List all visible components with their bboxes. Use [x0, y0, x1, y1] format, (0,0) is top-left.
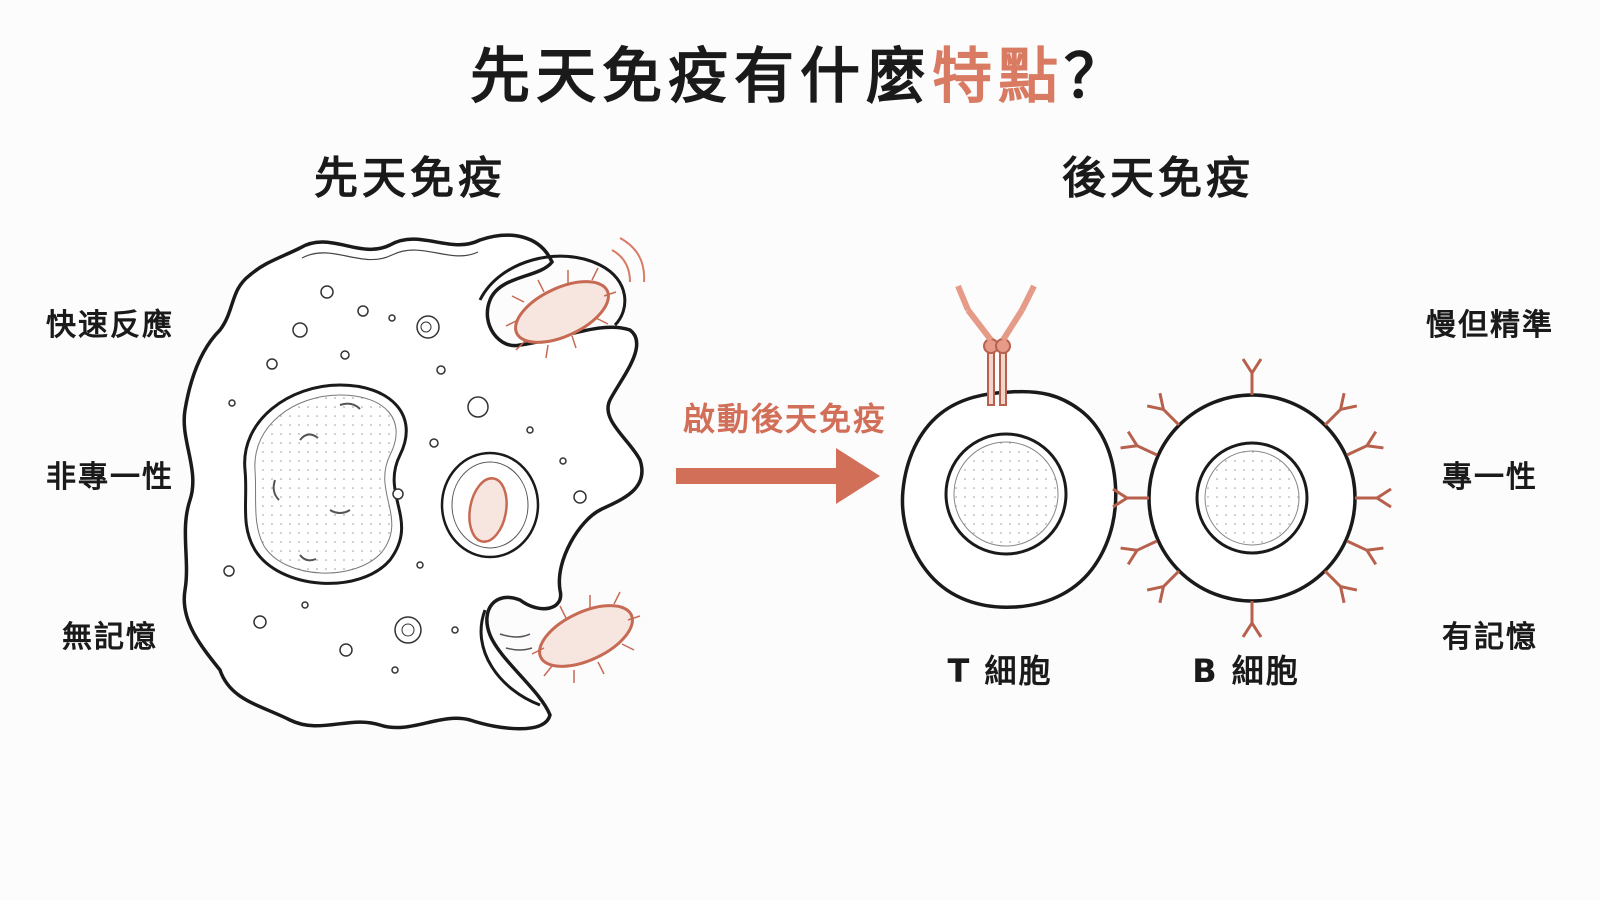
innate-heading: 先天免疫 — [314, 153, 506, 204]
b-cell-label: B 細胞 — [1192, 652, 1300, 690]
arrow-label: 啟動後天免疫 — [682, 400, 887, 438]
title-highlight: 特點 — [932, 42, 1064, 112]
adaptive-trait-specific: 專一性 — [1442, 460, 1538, 495]
title-end: ？ — [1064, 42, 1130, 112]
phagosome — [440, 451, 540, 559]
title-main: 先天免疫有什麼 — [470, 42, 932, 112]
t-cell — [900, 284, 1118, 609]
innate-trait-nonspecific: 非專一性 — [46, 460, 174, 495]
macrophage-cell — [182, 233, 644, 731]
bacterium-bottom — [499, 591, 641, 683]
t-cell-label: T 細胞 — [947, 652, 1053, 690]
adaptive-heading: 後天免疫 — [1062, 153, 1254, 204]
b-cell — [1111, 357, 1393, 639]
macrophage-nucleus — [243, 383, 408, 585]
adaptive-trait-memory: 有記憶 — [1442, 620, 1538, 655]
activation-arrow — [676, 448, 880, 504]
adaptive-trait-slow-precise: 慢但精準 — [1426, 308, 1554, 343]
pseudopod-top — [478, 254, 627, 327]
bacterium-top — [505, 237, 646, 359]
pseudopod-bottom — [479, 609, 541, 707]
page-title: 先天免疫有什麼特點？ — [0, 28, 1600, 115]
macrophage-vesicles — [223, 285, 587, 674]
innate-trait-no-memory: 無記憶 — [62, 620, 158, 655]
innate-trait-fast: 快速反應 — [46, 308, 174, 343]
t-cell-receptor — [955, 284, 1037, 406]
